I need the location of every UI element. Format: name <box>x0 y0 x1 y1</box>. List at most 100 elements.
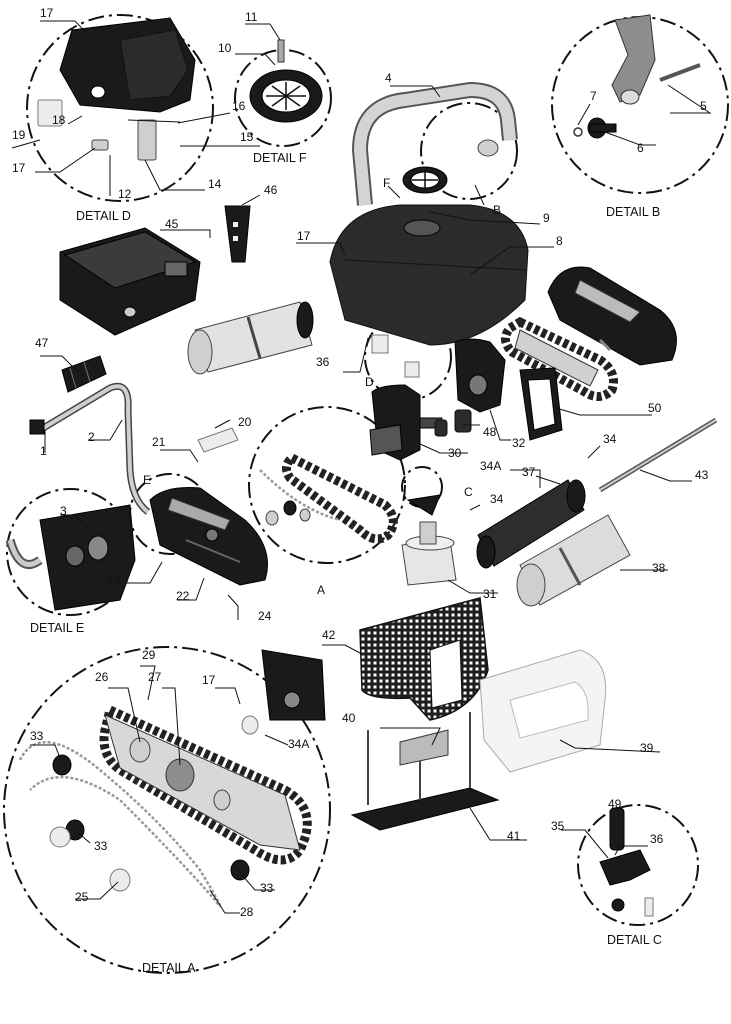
callout-c38: 38 <box>652 561 666 575</box>
detail-c-title: DETAIL C <box>607 933 662 947</box>
callout-c41: 41 <box>507 829 521 843</box>
callout-c3: 3 <box>60 504 67 518</box>
callout-c2: 2 <box>88 430 95 444</box>
callout-c12: 12 <box>118 187 132 201</box>
callout-c50: 50 <box>648 401 662 415</box>
callout-c42: 42 <box>322 628 336 642</box>
callout-c26: 26 <box>95 670 109 684</box>
detail-b-circle <box>551 14 729 194</box>
callout-c34b: 34 <box>490 492 504 506</box>
pump-motor-part <box>369 384 443 461</box>
detail-d-title: DETAIL D <box>76 209 131 223</box>
power-cable-part <box>29 382 151 515</box>
callout-c30: 30 <box>448 446 462 460</box>
detail-e-circle <box>5 488 136 616</box>
leader-lines <box>11 20 712 914</box>
detail-e-title: DETAIL E <box>30 621 84 635</box>
callout-c34A2: 34A <box>288 737 309 751</box>
callout-c36a: 36 <box>316 355 330 369</box>
callout-c4: 4 <box>385 71 392 85</box>
remote-part <box>224 205 251 263</box>
filter-frame-part <box>350 712 500 831</box>
callout-c27: 27 <box>148 670 162 684</box>
callout-c48: 48 <box>483 425 497 439</box>
callout-cB: B <box>493 203 501 217</box>
callout-c43: 43 <box>695 468 709 482</box>
callout-cD: D <box>365 375 374 389</box>
handle-part <box>351 81 518 206</box>
filter-cover-part <box>479 649 607 773</box>
callout-c10: 10 <box>218 41 232 55</box>
impeller-f-part <box>402 166 448 194</box>
callout-c39: 39 <box>640 741 654 755</box>
callout-cF: F <box>383 176 390 190</box>
callout-c33b: 33 <box>94 839 108 853</box>
callout-c9: 9 <box>543 211 550 225</box>
callout-c33a: 33 <box>30 729 44 743</box>
detail-d-circle <box>26 14 214 202</box>
callout-c1: 1 <box>40 444 47 458</box>
rear-roller-sleeve-part <box>516 514 631 607</box>
axle-rod-part <box>598 417 718 493</box>
filter-gasket-part <box>519 367 563 441</box>
callout-cE: E <box>143 473 151 487</box>
detail-f-title: DETAIL F <box>253 151 307 165</box>
callout-c47: 47 <box>35 336 49 350</box>
callout-c16: 16 <box>232 99 246 113</box>
callout-c40: 40 <box>342 711 356 725</box>
callout-c28: 28 <box>240 905 254 919</box>
callout-c46: 46 <box>264 183 278 197</box>
callout-c31: 31 <box>483 587 497 601</box>
callout-c11: 11 <box>245 10 258 24</box>
callout-c45: 45 <box>165 217 179 231</box>
callout-c22: 22 <box>176 589 190 603</box>
track-a-part <box>259 452 398 544</box>
callout-c25: 25 <box>75 890 89 904</box>
callout-c36b: 36 <box>650 832 664 846</box>
callout-c17c: 17 <box>297 229 311 243</box>
callout-c7: 7 <box>590 89 597 103</box>
callout-c32: 32 <box>512 436 526 450</box>
callout-c34a: 34 <box>603 432 617 446</box>
callout-c19: 19 <box>12 128 26 142</box>
callout-cA: A <box>317 583 325 597</box>
track-right-part <box>501 316 618 401</box>
clip-20-part <box>197 427 239 453</box>
callout-c14: 14 <box>208 177 222 191</box>
detail-a-circle <box>3 646 331 974</box>
callout-c17b: 17 <box>12 161 26 175</box>
callout-c6: 6 <box>637 141 644 155</box>
callout-c29: 29 <box>142 648 156 662</box>
impeller-housing-part <box>401 494 457 586</box>
callout-c49: 49 <box>608 797 622 811</box>
side-panel-right-part <box>547 266 677 366</box>
callout-c8: 8 <box>556 234 563 248</box>
motor-cover-part <box>329 204 529 378</box>
detail-a-title: DETAIL A <box>142 961 196 975</box>
side-panel-left-part <box>149 487 268 586</box>
callout-c35: 35 <box>551 819 565 833</box>
callout-c37: 37 <box>522 465 536 479</box>
callout-c15: 15 <box>240 130 254 144</box>
power-supply-part <box>59 227 201 336</box>
callout-c21: 21 <box>152 435 166 449</box>
bushing-48-part <box>434 409 472 437</box>
motor-block-part <box>454 338 506 413</box>
front-roller-part <box>187 301 314 375</box>
callout-c34A: 34A <box>480 459 501 473</box>
callout-cC: C <box>464 485 473 499</box>
filter-basket-part <box>359 597 489 721</box>
callout-c18: 18 <box>52 113 66 127</box>
callout-c17d: 17 <box>202 673 216 687</box>
callout-c23: 23 <box>107 573 121 587</box>
callout-c17a: 17 <box>40 6 54 20</box>
detail-c-circle <box>577 804 699 926</box>
swivel-part <box>61 355 107 393</box>
rear-roller-core-part <box>476 479 586 569</box>
callout-c24: 24 <box>258 609 272 623</box>
callout-c5: 5 <box>700 99 707 113</box>
detail-b-title: DETAIL B <box>606 205 660 219</box>
